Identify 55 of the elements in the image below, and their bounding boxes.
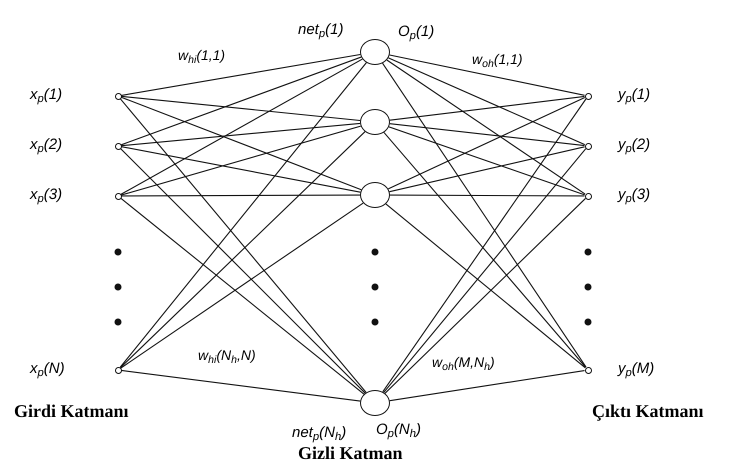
connection-line bbox=[386, 204, 586, 368]
connection-line bbox=[122, 194, 360, 197]
connection-line bbox=[121, 146, 360, 193]
connection-line bbox=[121, 96, 362, 190]
variable-label: x$_{p}$(N) bbox=[30, 361, 65, 376]
connection-line bbox=[121, 54, 360, 96]
layer-title: Gizli Katman bbox=[298, 442, 402, 465]
variable-label: O$_{p}$(1) bbox=[398, 24, 434, 39]
connection-line bbox=[383, 148, 586, 393]
variable-label: y$_{p}$(3) bbox=[618, 187, 650, 202]
connection-line bbox=[384, 198, 586, 394]
neuron-circle bbox=[360, 182, 390, 208]
variable-label: net$_{p}$(1) bbox=[298, 22, 344, 37]
weight-label: w$_{hi}$(1,1) bbox=[176, 48, 228, 62]
connection-line bbox=[121, 122, 360, 146]
connection-line bbox=[121, 370, 360, 402]
variable-label: x$_{p}$(1) bbox=[30, 87, 62, 102]
variable-label: y$_{p}$(M) bbox=[618, 361, 654, 376]
connection-line bbox=[120, 202, 364, 368]
connection-line bbox=[120, 131, 366, 368]
variable-label: x$_{p}$(2) bbox=[30, 137, 62, 152]
connection-line bbox=[121, 96, 360, 122]
connection-line bbox=[390, 123, 585, 146]
connection-line bbox=[382, 62, 586, 368]
variable-label: x$_{p}$(3) bbox=[30, 187, 62, 202]
connection-line bbox=[120, 58, 363, 195]
connection-line bbox=[382, 98, 586, 392]
connection-line bbox=[388, 96, 586, 190]
connection-line bbox=[390, 96, 585, 121]
variable-label: y$_{p}$(2) bbox=[618, 137, 650, 152]
connection-line bbox=[388, 126, 585, 196]
variable-label: y$_{p}$(1) bbox=[618, 87, 650, 102]
variable-label: O$_{p}$(N$_{h}$) bbox=[376, 422, 422, 437]
connection-line bbox=[389, 146, 585, 192]
weight-label: w$_{oh}$(1,1) bbox=[470, 52, 525, 66]
neuron-circle bbox=[360, 109, 390, 135]
connection-line bbox=[121, 56, 362, 146]
connection-line bbox=[120, 198, 364, 395]
neuron-circle bbox=[360, 390, 390, 416]
connection-line bbox=[389, 54, 585, 96]
connection-line bbox=[390, 194, 584, 197]
connection-line bbox=[120, 62, 367, 368]
connection-line bbox=[120, 148, 366, 394]
neuron-circle bbox=[360, 39, 390, 65]
connection-line bbox=[390, 370, 585, 402]
connection-line bbox=[120, 98, 367, 393]
layer-title: Girdi Katmanı bbox=[14, 400, 129, 423]
weight-label: w$_{hi}$(N$_{h}$,N) bbox=[196, 348, 258, 362]
connection-line bbox=[384, 132, 586, 368]
connection-line bbox=[386, 60, 586, 194]
connection-line bbox=[121, 126, 361, 196]
connection-line bbox=[388, 57, 586, 146]
variable-label: net$_{p}$(N$_{h}$) bbox=[292, 425, 346, 440]
layer-title: Çıktı Katmanı bbox=[592, 400, 704, 423]
weight-label: w$_{oh}$(M,N$_{h}$) bbox=[430, 355, 497, 369]
